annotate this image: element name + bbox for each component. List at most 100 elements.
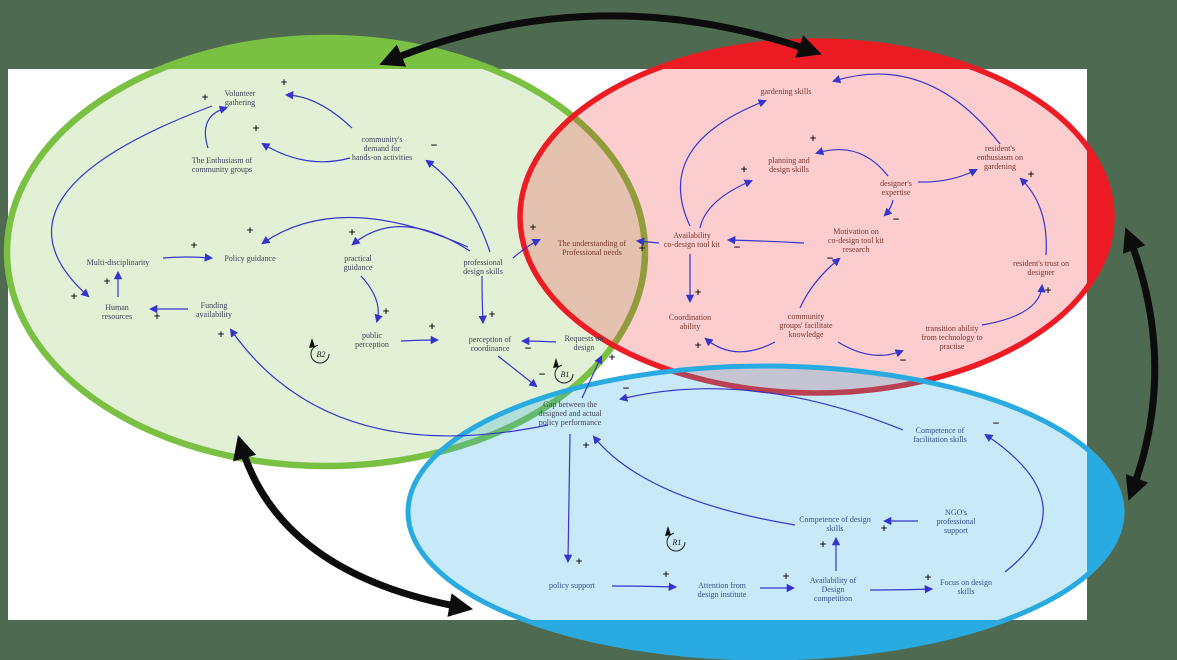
- polarity-sign: +: [280, 78, 288, 88]
- causal-arrow-31: [831, 73, 1001, 145]
- causal-arrow-9: [261, 216, 469, 248]
- causal-arrow-27: [837, 341, 904, 358]
- loop-circle-r1: [666, 532, 686, 552]
- polarity-sign: +: [608, 353, 616, 363]
- causal-arrow-19: [699, 179, 753, 229]
- loop-label-b1: B1: [561, 370, 570, 379]
- causal-arrow-3: [50, 105, 213, 298]
- causal-arrow-12: [512, 239, 541, 259]
- polarity-sign: +: [924, 573, 932, 583]
- loop-circle-b1: [554, 364, 574, 384]
- red-system-ellipse: [517, 38, 1115, 396]
- causal-arrow-0: [204, 105, 229, 149]
- polarity-sign: +: [638, 244, 646, 254]
- polarity-sign: −: [622, 384, 630, 394]
- red-blue-link: [1122, 227, 1159, 501]
- causal-arrow-39: [618, 388, 904, 431]
- polarity-sign: +: [1027, 170, 1035, 180]
- polarity-sign: +: [582, 441, 590, 451]
- causal-arrow-1: [284, 91, 353, 129]
- causal-arrow-23: [635, 237, 660, 246]
- polarity-sign: +: [153, 312, 161, 322]
- loop-label-b2: B2: [317, 350, 326, 359]
- polarity-sign: +: [382, 307, 390, 317]
- causal-arrow-2: [261, 142, 351, 163]
- causal-arrow-30: [917, 169, 978, 183]
- polarity-sign: −: [992, 419, 1000, 429]
- loop-label-r1: R1: [672, 538, 682, 547]
- polarity-sign: +: [190, 241, 198, 251]
- page-background: [8, 69, 1087, 620]
- causal-arrow-21: [883, 199, 894, 217]
- causal-arrow-7: [229, 328, 549, 437]
- polarity-sign: +: [529, 223, 537, 233]
- green-blue-link: [233, 435, 474, 617]
- causal-arrow-17: [581, 355, 603, 399]
- polarity-sign: +: [488, 310, 496, 320]
- causal-arrow-26: [799, 257, 841, 309]
- polarity-sign: +: [217, 330, 225, 340]
- polarity-sign: +: [103, 277, 111, 287]
- multi-disciplinarity: Multi-disciplinarity: [87, 258, 150, 267]
- polarity-sign: +: [819, 540, 827, 550]
- polarity-sign: +: [740, 165, 748, 175]
- gardening-skills: gardening skills: [761, 87, 812, 96]
- causal-arrow-20: [814, 147, 889, 177]
- causal-arrow-16: [497, 355, 538, 388]
- causal-arrow-13: [478, 275, 487, 325]
- causal-arrow-14: [400, 335, 440, 345]
- polarity-sign: −: [538, 370, 546, 380]
- blue-system-ellipse: [405, 363, 1125, 660]
- loop-arrowhead-icon: [665, 526, 671, 536]
- loop-arrowhead-icon: [309, 338, 315, 348]
- causal-arrow-32: [563, 433, 573, 564]
- polarity-sign: +: [428, 322, 436, 332]
- polarity-sign: −: [524, 344, 532, 354]
- causal-arrow-29: [1019, 177, 1047, 256]
- polarity-sign: −: [430, 141, 438, 151]
- polarity-sign: +: [694, 288, 702, 298]
- causal-arrow-4: [162, 253, 214, 262]
- causal-arrow-8: [360, 275, 383, 324]
- causal-arrow-33: [611, 582, 678, 591]
- polarity-sign: +: [252, 124, 260, 134]
- polarity-sign: +: [662, 570, 670, 580]
- polarity-sign: +: [246, 226, 254, 236]
- polarity-sign: +: [809, 134, 817, 144]
- causal-arrow-38: [984, 433, 1044, 573]
- causal-arrow-22: [726, 235, 805, 245]
- causal-arrow-28: [981, 283, 1046, 326]
- polarity-sign: +: [348, 228, 356, 238]
- polarity-sign: +: [782, 572, 790, 582]
- polarity-sign: −: [733, 243, 741, 253]
- loop-circle-b2: [310, 344, 330, 364]
- polarity-sign: +: [201, 93, 209, 103]
- causal-arrow-40: [592, 435, 796, 526]
- green-red-link: [379, 12, 822, 67]
- polarity-sign: +: [575, 557, 583, 567]
- polarity-sign: −: [892, 215, 900, 225]
- polarity-sign: −: [899, 356, 907, 366]
